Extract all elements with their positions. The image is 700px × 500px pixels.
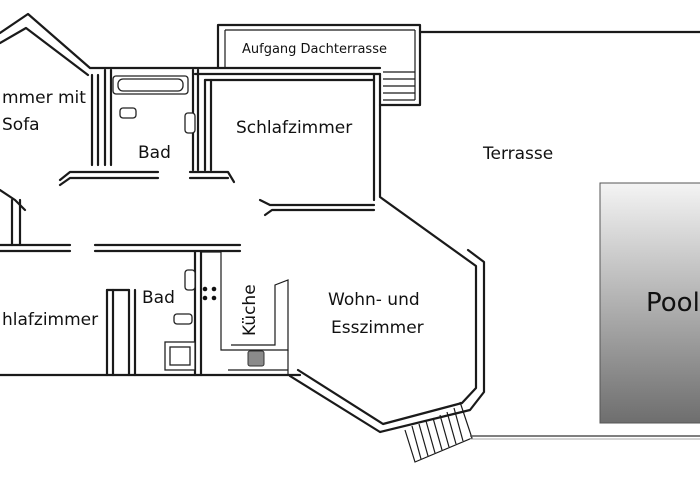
sink-icon [247,350,265,367]
area-label-roof-terrace-stairs: Aufgang Dachterrasse [242,42,387,57]
pool [599,182,700,424]
room-label-living-dining-line1: Wohn- und [328,290,420,310]
room-label-bath-upper: Bad [138,143,171,163]
area-label-pool: Pool [646,288,700,318]
outer-walls [0,12,486,434]
kitchen-counter [201,251,289,376]
interior-walls [0,68,376,377]
room-label-living-dining-line2: Esszimmer [331,318,424,338]
room-label-bedroom-lower: hlafzimmer [2,310,98,330]
terrace-stairs [404,401,473,463]
washbasin-icon [184,112,196,134]
roof-terrace-stairs [216,23,700,107]
upper-bathroom-fixtures [112,75,196,134]
stove-icon [202,286,217,301]
room-label-living-sofa-line1: mmer mit [2,88,86,108]
toilet-icon [119,107,137,119]
room-label-bedroom-upper: Schlafzimmer [236,118,352,138]
room-label-bath-lower: Bad [142,288,175,308]
room-label-kitchen: Küche [240,284,260,336]
room-label-living-sofa-line2: Sofa [2,115,40,135]
area-label-terrace: Terrasse [482,144,553,164]
lower-bathroom-fixtures [164,269,196,371]
